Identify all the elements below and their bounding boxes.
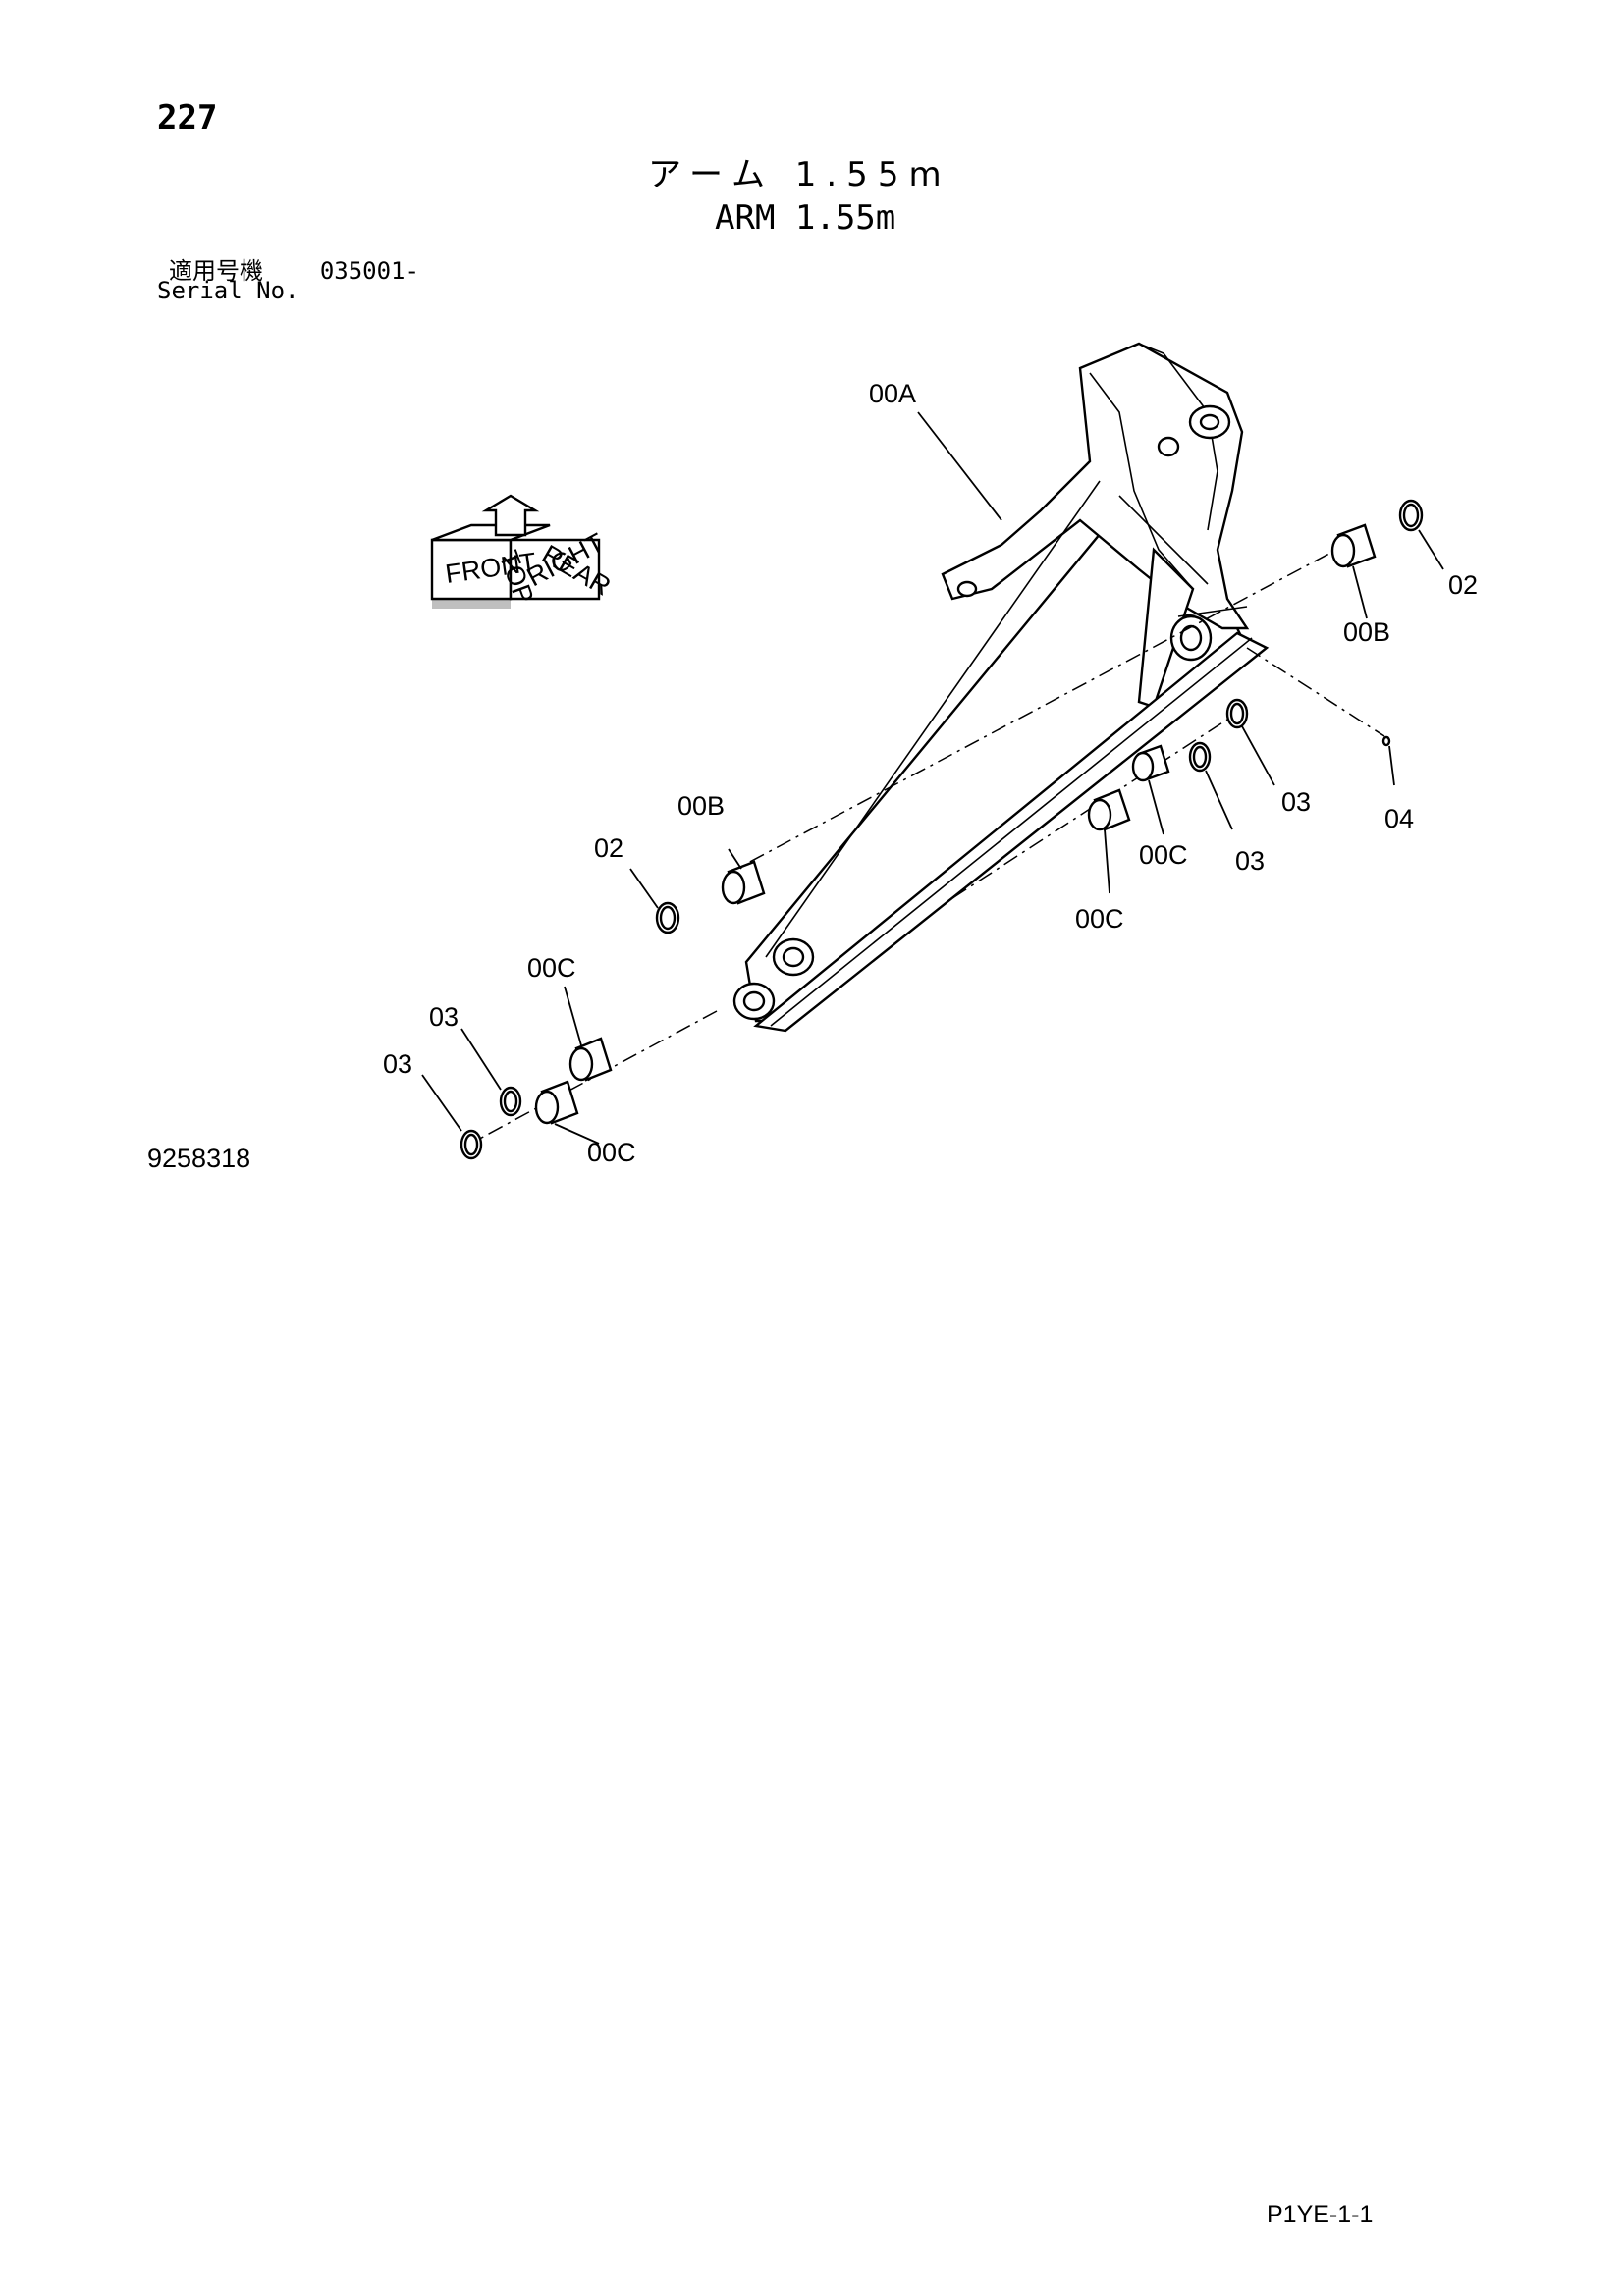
- callout-03-c: 03: [429, 1002, 459, 1032]
- shim-03-c: [499, 1086, 522, 1117]
- bushing-00c-mid1: [1131, 744, 1170, 782]
- title-japanese: アーム 1.55m: [648, 155, 951, 194]
- drawing-id: 9258318: [147, 1144, 251, 1173]
- callout-00c-mid2: 00C: [1075, 904, 1124, 934]
- serial-range-line: 適用号機 035001-: [169, 251, 419, 286]
- bushing-00b-upper: [1330, 523, 1377, 568]
- callout-00c-low2: 00C: [587, 1138, 636, 1167]
- bushing-00b-lower: [721, 860, 766, 905]
- callout-03-b: 03: [1235, 846, 1265, 876]
- callout-00c-mid1: 00C: [1139, 840, 1188, 870]
- serial-label-japanese: 適用号機: [169, 257, 263, 285]
- shim-02-upper: [1398, 499, 1424, 532]
- callout-00b-upper: 00B: [1343, 617, 1390, 647]
- bushing-00c-mid2: [1087, 788, 1131, 831]
- page-code: P1YE-1-1: [1267, 2201, 1374, 2228]
- callout-02-upper: 02: [1448, 570, 1478, 600]
- serial-range: 035001-: [319, 257, 419, 285]
- shim-03-b: [1188, 741, 1212, 773]
- title-english: ARM 1.55m: [715, 198, 896, 238]
- callout-03-a: 03: [1281, 787, 1311, 817]
- page-number: 227: [157, 98, 218, 137]
- serial-label-english: Serial No.: [157, 277, 299, 304]
- shim-03-d: [460, 1129, 483, 1160]
- bushing-00c-low2: [534, 1080, 579, 1125]
- callout-00a: 00A: [869, 379, 916, 408]
- fitting-04: [1381, 735, 1391, 747]
- bushing-00c-low1: [568, 1037, 613, 1082]
- callout-03-d: 03: [383, 1049, 412, 1079]
- callout-00b-lower: 00B: [677, 791, 725, 821]
- callout-04: 04: [1384, 804, 1414, 833]
- shim-03-a: [1225, 698, 1249, 729]
- callout-00c-low1: 00C: [527, 953, 576, 983]
- shim-02-lower: [655, 901, 680, 934]
- orientation-cube-icon: FRONT RIGHT TOP REAR: [430, 494, 616, 609]
- callout-02-lower: 02: [594, 833, 623, 863]
- arm-body: [732, 342, 1270, 1033]
